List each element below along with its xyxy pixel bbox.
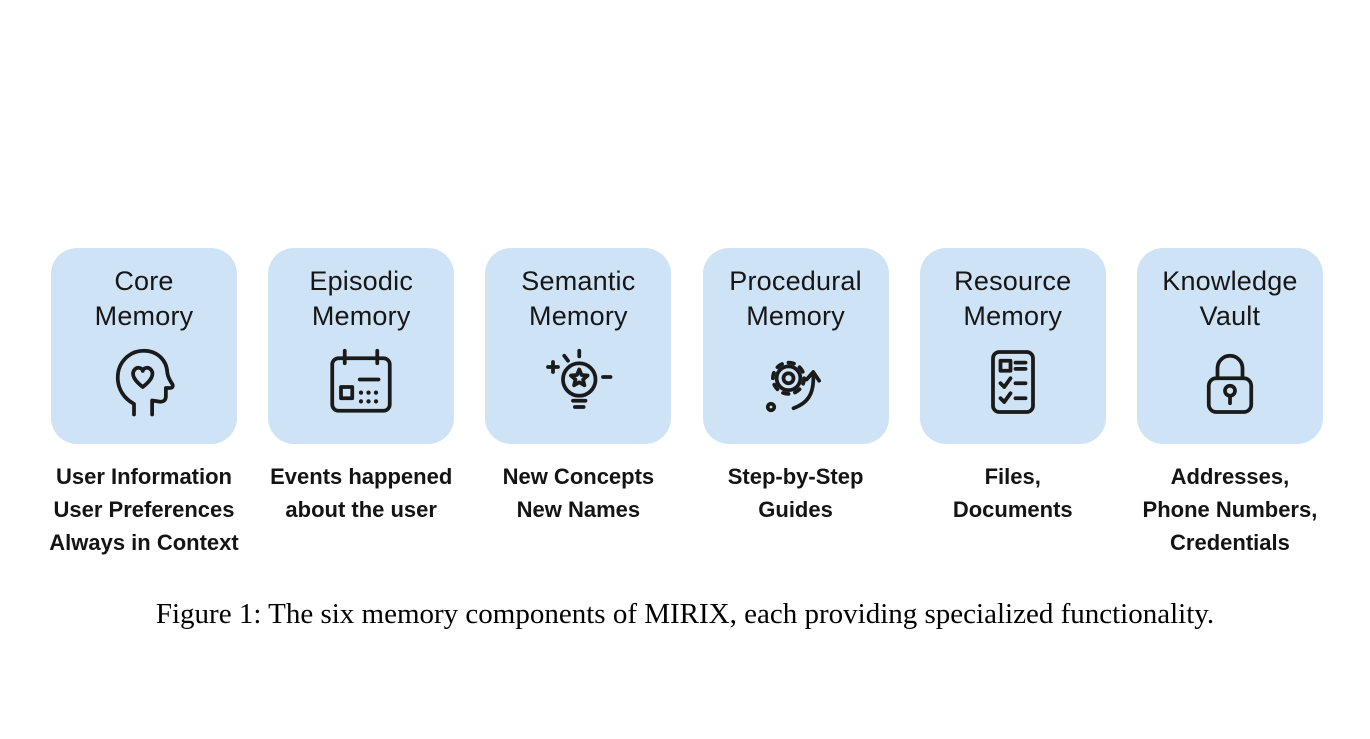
memory-card-semantic: Semantic Memory New Concepts N: [472, 248, 684, 526]
card-description: User Information User Preferences Always…: [49, 464, 239, 555]
memory-card-box: Semantic Memory: [485, 248, 672, 444]
lightbulb-star-icon: [536, 340, 620, 424]
card-description: Files, Documents: [952, 464, 1073, 522]
card-description: Step-by-Step Guides: [727, 464, 864, 522]
card-title: Semantic Memory: [521, 266, 636, 332]
card-description: Addresses, Phone Numbers, Credentials: [1142, 464, 1318, 555]
card-title: Knowledge Vault: [1162, 266, 1298, 332]
memory-card-box: Episodic Memory: [268, 248, 455, 444]
memory-card-knowledge-vault: Knowledge Vault Addresses, Phone Numbers…: [1124, 248, 1336, 559]
memory-card-core: Core Memory User Information User Prefer…: [38, 248, 250, 559]
card-description: New Concepts New Names: [502, 464, 655, 522]
checklist-document-icon: [971, 340, 1055, 424]
memory-cards-row: Core Memory User Information User Prefer…: [38, 248, 1336, 559]
memory-card-procedural: Procedural Memory Step-by-Step Guides: [690, 248, 902, 526]
card-description: Events happened about the user: [270, 464, 453, 522]
padlock-icon: [1188, 340, 1272, 424]
calendar-icon: [319, 340, 403, 424]
card-title: Core Memory: [94, 266, 194, 332]
head-heart-icon: [102, 340, 186, 424]
card-title: Resource Memory: [954, 266, 1072, 332]
memory-card-box: Procedural Memory: [702, 248, 889, 444]
figure-caption: Figure 1: The six memory components of M…: [155, 598, 1215, 630]
card-title: Episodic Memory: [309, 266, 414, 332]
memory-card-box: Core Memory: [51, 248, 237, 444]
memory-card-resource: Resource Memory Files, Documents: [907, 248, 1119, 526]
memory-card-box: Knowledge Vault: [1136, 248, 1323, 444]
gear-arrow-icon: [754, 340, 838, 424]
memory-card-box: Resource Memory: [919, 248, 1106, 444]
card-title: Procedural Memory: [729, 266, 862, 332]
memory-card-episodic: Episodic Memory Events hap: [255, 248, 467, 526]
